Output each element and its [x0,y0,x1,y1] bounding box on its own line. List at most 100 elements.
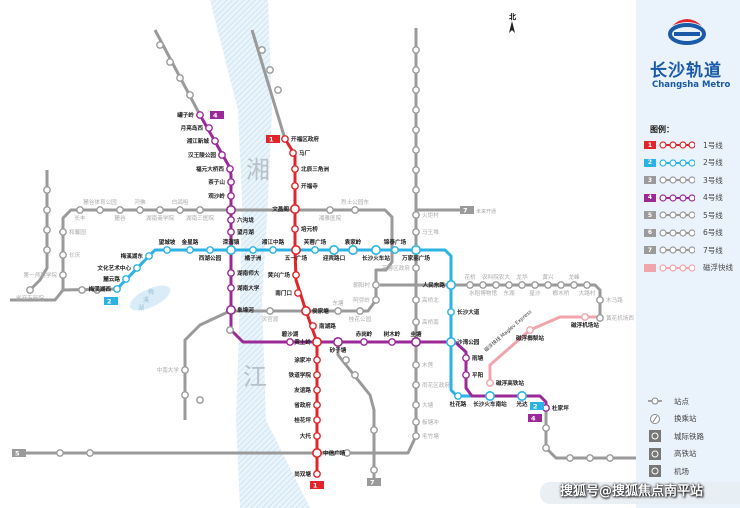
station-gray-unlabeled-25[interactable] [586,454,594,462]
station-line4-2[interactable]: 湘江新城 [187,137,219,145]
station-gray-35[interactable]: 黄兴 [542,273,554,289]
station-gray-6[interactable]: 湖南三医院 [186,206,214,222]
station-gray-26[interactable]: 大塘 [412,401,434,409]
station-gray-unlabeled-35[interactable] [181,391,189,399]
station-gray-unlabeled-24[interactable] [566,454,574,462]
station-line1-14[interactable]: 友谊路 [294,386,321,394]
station-gray-unlabeled-17[interactable] [343,449,351,457]
station-gray-unlabeled-34[interactable] [196,396,204,404]
station-gray-9[interactable]: 第一师范学院 [23,271,67,279]
station-gray-22[interactable]: 高桥北 [412,296,439,304]
station-gray-2[interactable]: 白鸽咀 [172,198,189,214]
station-line2-0[interactable]: 梅溪湖西 [89,285,121,293]
station-line4-6[interactable]: 观沙岭 [208,192,235,200]
station-line1-7[interactable]: 黄兴广场 [268,271,300,279]
station-line1-2[interactable]: 北辰三角洲 [291,165,330,173]
station-gray-unlabeled-21[interactable] [342,356,350,364]
station-gray-8[interactable]: 长庆 [59,251,81,259]
station-line4-4[interactable]: 福元大桥西 [195,165,234,173]
station-line2-12[interactable]: 袁家岭 [344,238,362,256]
station-line1-0[interactable]: 开福区政府 [281,135,320,143]
station-line1-12[interactable]: 涂家冲 [294,356,321,364]
station-maglev-0[interactable]: 磁浮高铁站 [486,379,525,387]
station-line2-19[interactable]: 杜花路 [450,392,467,408]
station-line1-11[interactable]: 黄土岭 [294,336,322,347]
station-gray-1[interactable]: 河佛 [134,198,146,214]
station-gray-0[interactable]: 麓谷体育公园 [83,198,117,214]
station-line2-18[interactable]: 沙湾公园 [445,336,480,347]
station-gray-27[interactable]: 板塘冲 [412,418,439,426]
station-line1-19[interactable]: 尚双塘 [294,470,321,478]
station-gray-13[interactable]: 东塘 [332,299,344,315]
station-line4-8[interactable]: 望月湖 [227,228,254,236]
station-gray-unlabeled-15[interactable] [56,449,64,457]
station-gray-unlabeled-16[interactable] [86,449,94,457]
station-line4-15[interactable]: 树木岭 [384,330,401,346]
station-line2-2[interactable]: 文化艺术中心 [97,264,141,272]
station-gray-33[interactable]: 龙华 [516,273,528,289]
station-line2-10[interactable]: 芙蓉广场 [303,238,327,254]
station-gray-unlabeled-19[interactable] [370,426,378,434]
station-maglev-2[interactable]: 磁浮机场站 [571,313,599,329]
station-gray-38[interactable]: 大路村 [579,281,596,297]
station-gray-unlabeled-22[interactable] [542,424,550,432]
station-gray-17[interactable]: 火炬村 [412,211,439,219]
station-gray-unlabeled-0[interactable] [156,41,164,49]
station-gray-23[interactable]: 高桥南 [412,318,439,326]
station-gray-39[interactable]: 木马路 [596,296,623,304]
station-gray-19[interactable]: 芙蓉区政府 [382,264,420,272]
station-gray-20[interactable]: 朝阳村 [353,281,380,289]
station-gray-7[interactable]: 和馨园 [59,228,86,236]
station-line4-7[interactable]: 六沟垅 [227,216,254,224]
station-gray-40[interactable]: 黄花机场西 [596,314,635,322]
station-gray-unlabeled-10[interactable] [412,106,420,114]
station-line1-18[interactable]: 中信广场 [311,447,346,458]
station-gray-24[interactable]: 木莲 [412,361,434,369]
station-gray-30[interactable]: 水稻博物馆 [469,281,497,297]
station-line2-11[interactable]: 迎宾路口 [323,245,346,262]
station-line4-13[interactable]: 砂子塘 [329,336,347,354]
station-gray-31[interactable]: 农科院农大 [482,273,510,289]
station-gray-28[interactable]: 毛竹塘 [412,432,439,440]
station-maglev-1[interactable]: 磁浮榔梨站 [516,326,544,342]
station-gray-unlabeled-26[interactable] [606,454,614,462]
station-gray-11[interactable]: 中南大学 [157,366,189,374]
station-line2-4[interactable]: 望城坡 [159,238,176,254]
station-line4-19[interactable]: 杜家坪 [542,404,569,412]
station-gray-unlabeled-6[interactable] [274,86,282,94]
station-line1-1[interactable]: 马厂 [289,149,311,157]
station-line1-17[interactable]: 大托 [300,432,321,440]
station-line4-16[interactable]: 圭塘 [410,330,422,347]
station-line1-5[interactable]: 培元桥 [291,225,318,233]
station-gray-unlabeled-20[interactable] [351,371,359,379]
station-line1-3[interactable]: 开福寺 [291,182,318,190]
station-gray-unlabeled-1[interactable] [166,58,174,66]
station-gray-unlabeled-2[interactable] [176,74,184,82]
station-gray-unlabeled-30[interactable] [43,246,51,254]
station-gray-36[interactable]: 榔木桥 [553,281,570,297]
station-gray-25[interactable]: 雨花区政府 [412,381,451,389]
station-gray-unlabeled-4[interactable] [258,46,266,54]
station-gray-unlabeled-12[interactable] [412,146,420,154]
station-line4-14[interactable]: 赤岗岭 [356,330,373,346]
station-gray-5[interactable]: 湖南商学院 [146,206,174,222]
station-gray-32[interactable]: 东湖 [503,281,515,297]
station-line4-3[interactable]: 汉王陵公园 [188,151,226,159]
station-gray-29[interactable]: 花桥 [464,273,476,289]
station-line2-8[interactable]: 橘子洲 [244,246,262,262]
station-line4-9[interactable]: 湖南师大 [227,269,260,277]
station-gray-14[interactable]: 桂花公园 [349,307,372,323]
station-line2-16[interactable]: 人民东路 [422,279,456,290]
station-line1-10[interactable]: 南湖路 [309,322,336,330]
station-gray-unlabeled-7[interactable] [412,46,420,54]
station-line1-15[interactable]: 省政府 [293,401,321,409]
station-line4-5[interactable]: 茶子山 [207,178,235,186]
station-line2-6[interactable]: 西湖公园 [199,246,222,262]
station-gray-15[interactable]: 湘雅医院 [319,206,342,222]
station-line1-8[interactable]: 南门口 [275,289,302,297]
station-gray-unlabeled-31[interactable] [93,286,101,294]
station-gray-unlabeled-23[interactable] [542,444,550,452]
station-line4-10[interactable]: 湖南大学 [227,284,260,292]
station-line4-18[interactable]: 平阳 [462,371,484,379]
station-line4-17[interactable]: 雨塘 [462,354,484,362]
